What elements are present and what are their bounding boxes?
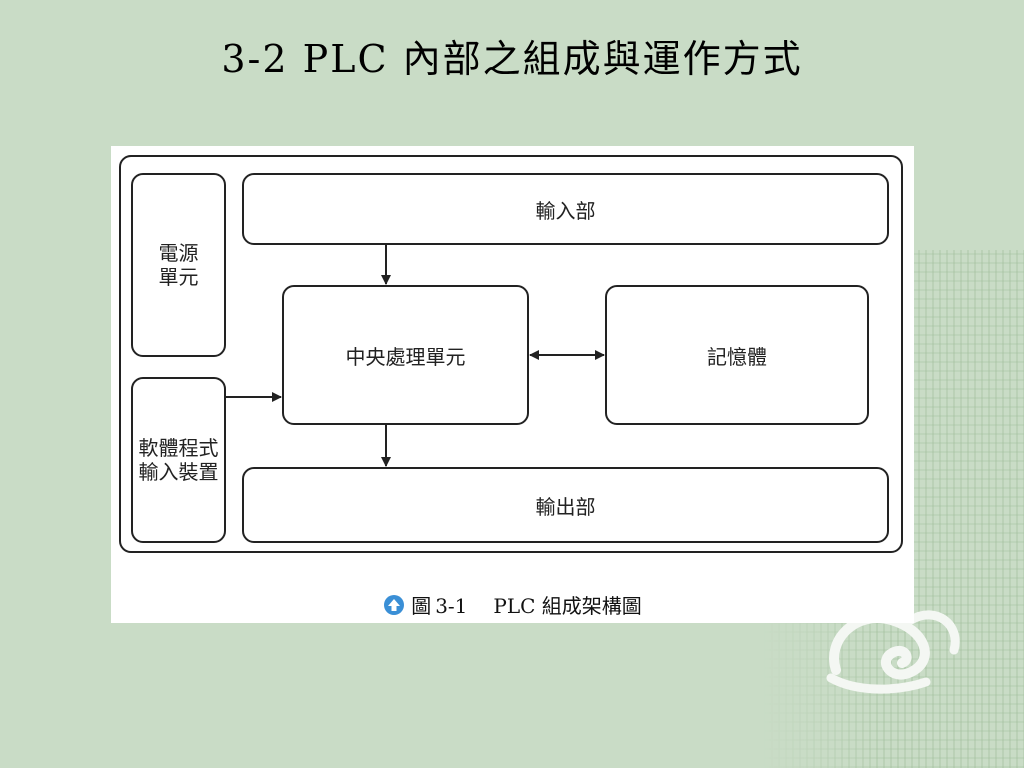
caption-label: 圖 xyxy=(411,594,432,618)
up-arrow-circle-icon xyxy=(384,595,405,615)
node-input-section-label: 輸入部 xyxy=(535,198,596,223)
node-power-unit-label: 電源 單元 xyxy=(158,241,199,289)
node-cpu: 中央處理單元 xyxy=(282,285,529,425)
node-output-section-label: 輸出部 xyxy=(535,494,596,519)
diagram-arrows xyxy=(226,245,605,467)
decorative-swirl-icon xyxy=(826,610,960,694)
node-output-section: 輸出部 xyxy=(242,467,889,543)
node-software-input-device: 軟體程式 輸入裝置 xyxy=(131,377,226,543)
plc-outer-frame xyxy=(119,155,903,553)
caption-number: 3-1 xyxy=(435,594,468,618)
node-memory: 記憶體 xyxy=(605,285,869,425)
node-power-unit: 電源 單元 xyxy=(131,173,226,357)
page-title: 3-2 PLC 內部之組成與運作方式 xyxy=(221,37,803,81)
node-cpu-label: 中央處理單元 xyxy=(345,344,466,369)
node-memory-label: 記憶體 xyxy=(707,344,767,369)
node-software-input-device-label: 軟體程式 輸入裝置 xyxy=(138,436,219,484)
caption-text: PLC 組成架構圖 xyxy=(493,594,642,618)
plc-diagram-figure: 電源 單元 輸入部 中央處理單元 記憶體 軟體程式 輸入裝置 輸出部 xyxy=(111,146,914,623)
node-input-section: 輸入部 xyxy=(242,173,889,245)
